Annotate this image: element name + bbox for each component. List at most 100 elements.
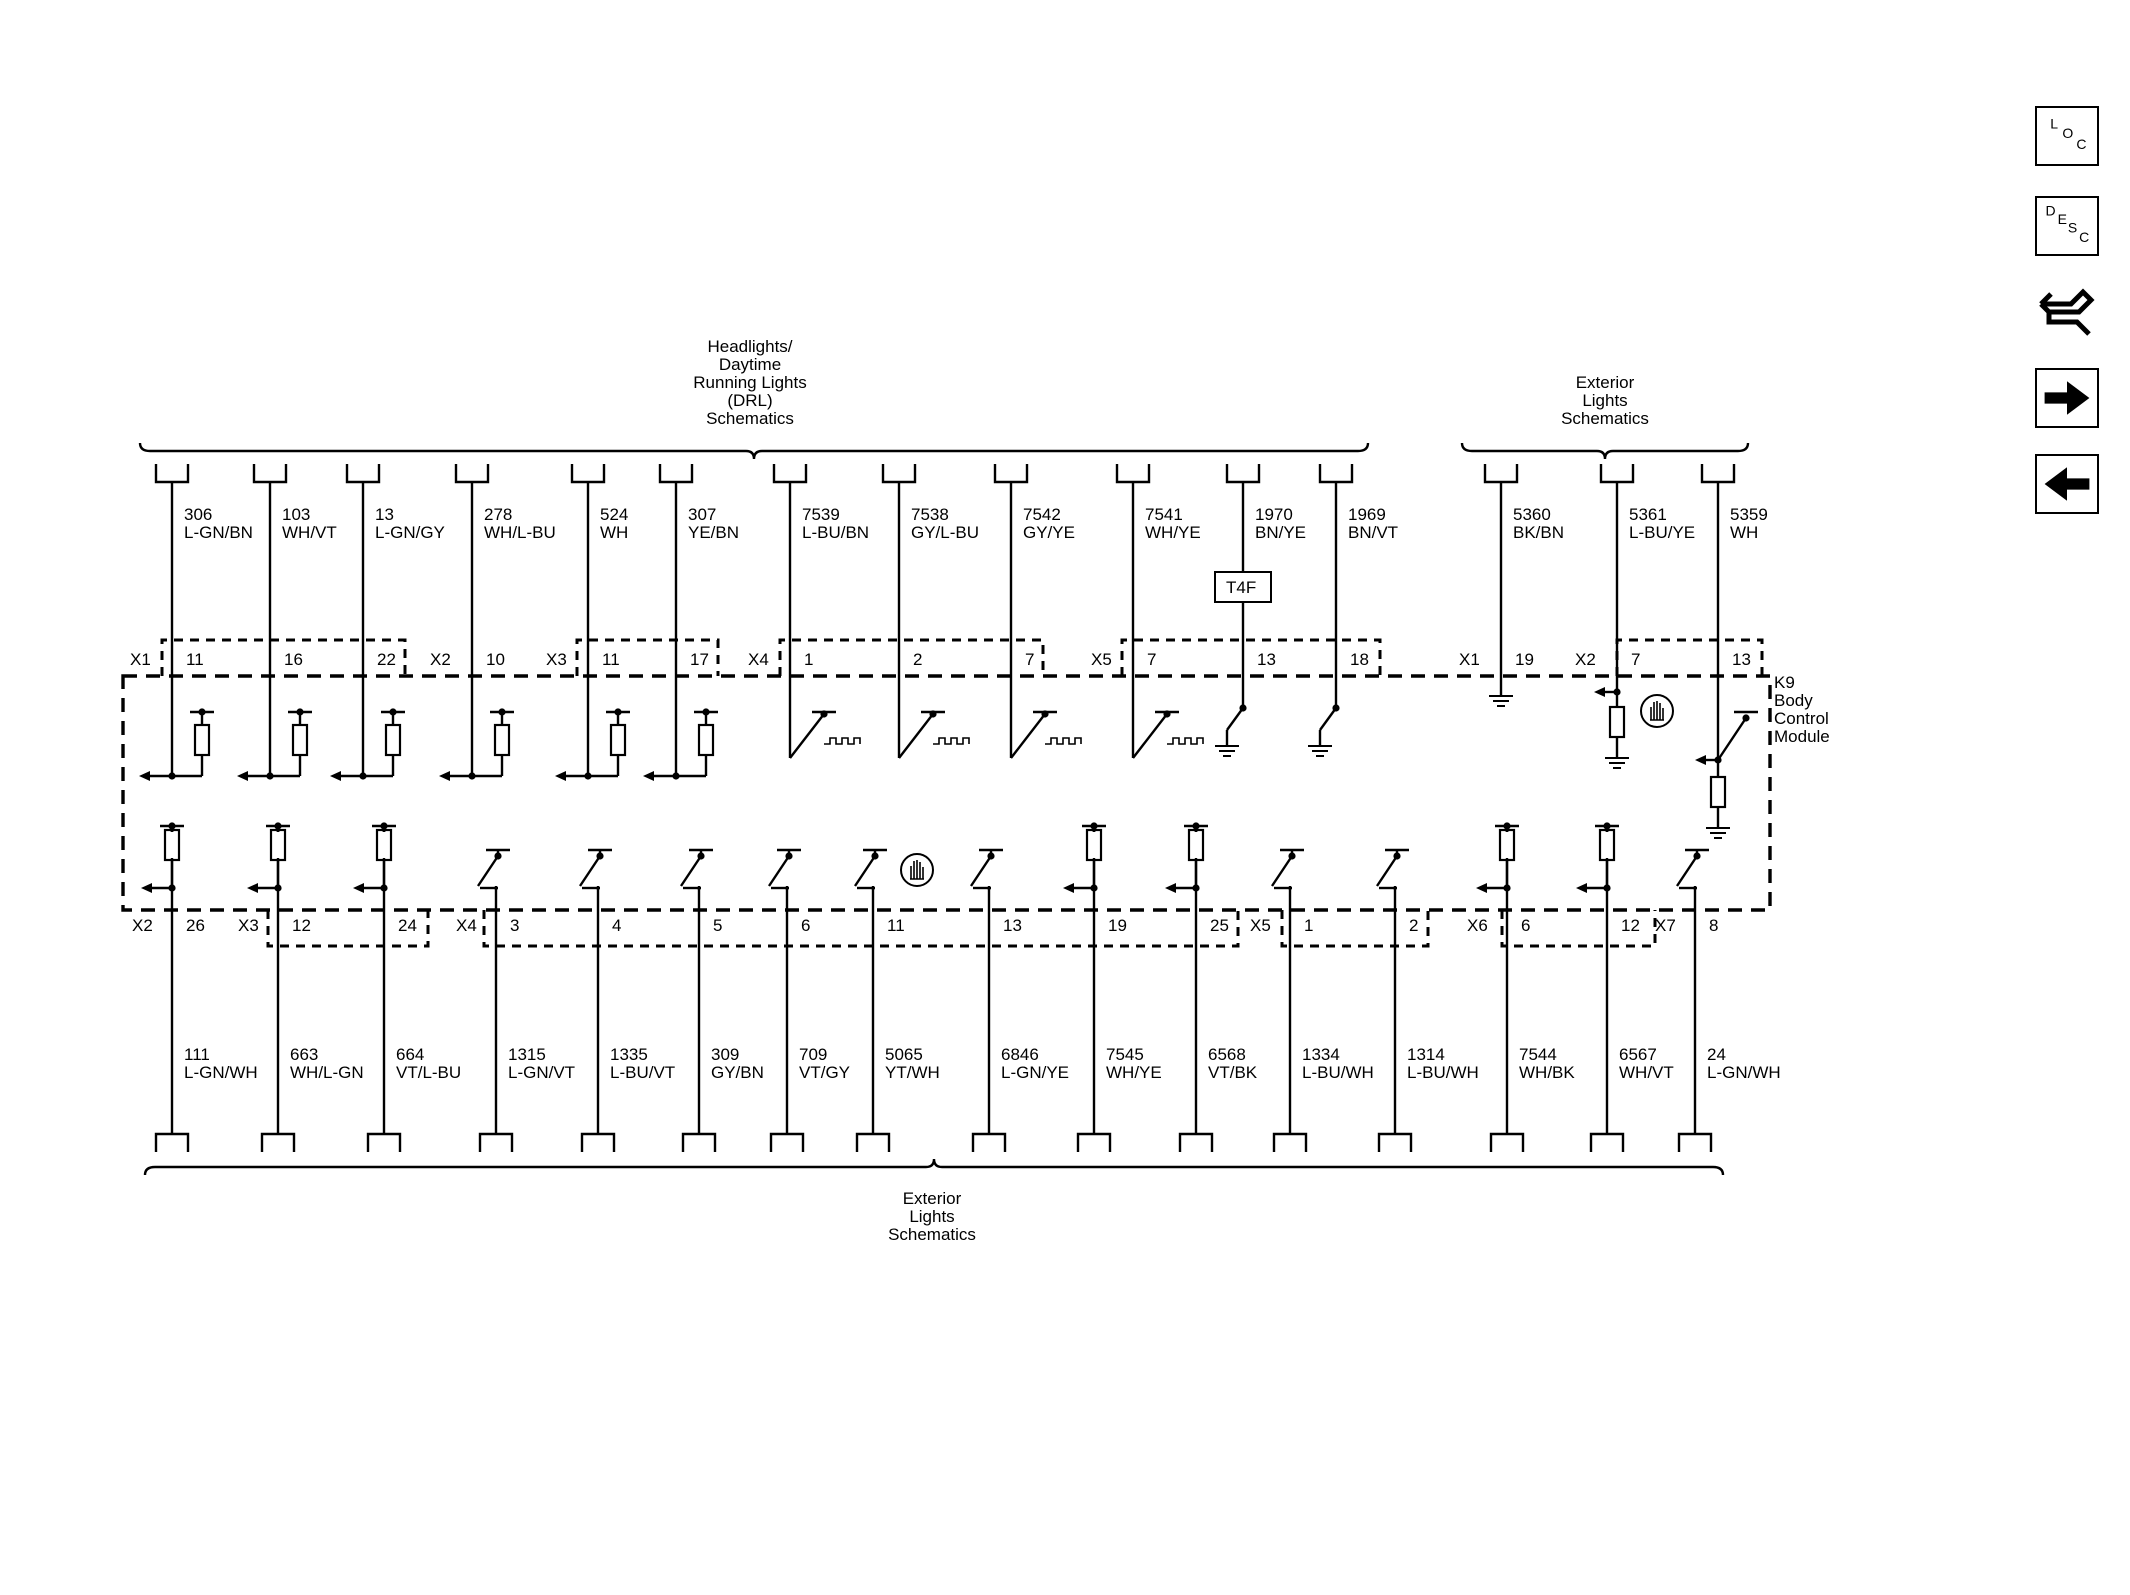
output-arrow [237,771,248,781]
next-page-button[interactable] [2035,368,2099,428]
connector-terminal [1483,464,1519,484]
wire-color: BN/YE [1255,523,1306,542]
junction-dot [1503,822,1511,830]
svg-text:L: L [2050,116,2058,132]
circuit-number: 307 [688,505,716,524]
pin-number: 13 [1732,650,1751,669]
pin-number: 12 [1621,916,1640,935]
schematic-title-line: Headlights/ [707,337,792,356]
pin-number: 7 [1147,650,1156,669]
pin-number: 8 [1709,916,1718,935]
resistor-symbol [1608,705,1626,739]
wire-color: L-BU/YE [1629,523,1695,542]
circuit-number: 663 [290,1045,318,1064]
pin-number: 18 [1350,650,1369,669]
pin-number: 13 [1257,650,1276,669]
connector-terminal [252,464,288,484]
connector-terminal [1589,1132,1625,1152]
pin-number: 22 [377,650,396,669]
pin-number: 11 [602,650,620,669]
circuit-number: 6567 [1619,1045,1657,1064]
resistor-symbol [1709,775,1727,809]
resistor-symbol [163,828,181,862]
connector-terminal [855,1132,891,1152]
resistor-symbol [1187,828,1205,862]
junction-dot [1603,822,1611,830]
schematic-title-line: Schematics [706,409,794,428]
wire-color: WH/YE [1145,523,1201,542]
circuit-number: 24 [1707,1045,1726,1064]
resistor-symbol [375,828,393,862]
connector-repair-button[interactable] [2035,282,2099,342]
schematic-title-line: Lights [1582,391,1627,410]
wire-color: VT/GY [799,1063,850,1082]
pin-number: 6 [1521,916,1530,935]
pin-number: 1 [1304,916,1313,935]
ground-symbol [1489,690,1513,707]
junction-dot [1332,704,1340,712]
wire-color: BK/BN [1513,523,1564,542]
output-arrow [439,771,450,781]
circuit-number: 5065 [885,1045,923,1064]
circuit-number: 524 [600,505,628,524]
schematic-title-line: Exterior [1576,373,1635,392]
resistor-symbol [1598,828,1616,862]
connector-terminal [154,464,190,484]
pin-number: 4 [612,916,621,935]
connector-id: X3 [546,650,567,669]
junction-dot [389,708,397,716]
circuit-number: 7541 [1145,505,1183,524]
pin-number: 5 [713,916,722,935]
wire-color: WH [1730,523,1758,542]
circuit-number: 1334 [1302,1045,1340,1064]
connector-id: X2 [430,650,451,669]
connector-terminal [366,1132,402,1152]
connector-terminal [681,1132,717,1152]
pin-number: 11 [887,916,905,935]
circuit-number: 13 [375,505,394,524]
junction-dot [198,708,206,716]
pin-number: 19 [1108,916,1127,935]
circuit-number: 5360 [1513,505,1551,524]
schematic-title-line: Schematics [888,1225,976,1244]
wire-color: L-BU/WH [1407,1063,1479,1082]
splice-tag [1214,571,1272,603]
pin-number: 3 [510,916,519,935]
output-arrow [141,883,152,893]
connector-id: X3 [238,916,259,935]
pin-number: 25 [1210,916,1229,935]
circuit-number: 1335 [610,1045,648,1064]
wire-color: WH [600,523,628,542]
previous-page-button[interactable] [2035,454,2099,514]
connector-terminal [580,1132,616,1152]
ground-symbol [1215,740,1239,757]
circuit-number: 306 [184,505,212,524]
wire-color: L-GN/VT [508,1063,575,1082]
connector-outline [160,638,407,676]
wire-color: GY/BN [711,1063,764,1082]
connector-terminal [1178,1132,1214,1152]
output-arrow [139,771,150,781]
circuit-number: 278 [484,505,512,524]
pin-number: 13 [1003,916,1022,935]
schematic-title-line: (DRL) [727,391,772,410]
connector-id: X4 [748,650,769,669]
output-arrow [1594,687,1605,697]
pin-number: 7 [1631,650,1640,669]
